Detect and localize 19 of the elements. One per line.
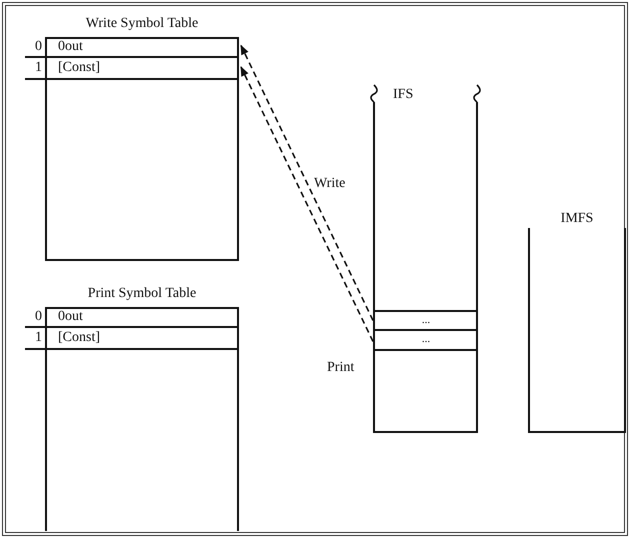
entry-text: [Const] <box>58 59 100 76</box>
entry-text: 0out <box>58 38 83 55</box>
label-text: Write <box>314 176 346 192</box>
stack-cell <box>374 310 478 331</box>
index-number: 0 <box>34 308 42 325</box>
index-number: 0 <box>34 38 42 55</box>
index-number: 1 <box>34 329 42 346</box>
entry-text: 0out <box>58 308 83 325</box>
table-row <box>25 328 239 350</box>
index-number: 1 <box>34 59 42 76</box>
ellipsis-text: ... <box>420 313 432 328</box>
entry-text: [Const] <box>58 329 100 346</box>
table-title: Print Symbol Table <box>86 286 198 302</box>
stack-title: IMFS <box>560 211 594 227</box>
ellipsis-text: ... <box>420 332 432 347</box>
stack-title: IFS <box>393 87 414 103</box>
table-row <box>25 58 239 80</box>
table-title: Write Symbol Table <box>84 16 200 32</box>
label-text: Print <box>327 360 354 376</box>
